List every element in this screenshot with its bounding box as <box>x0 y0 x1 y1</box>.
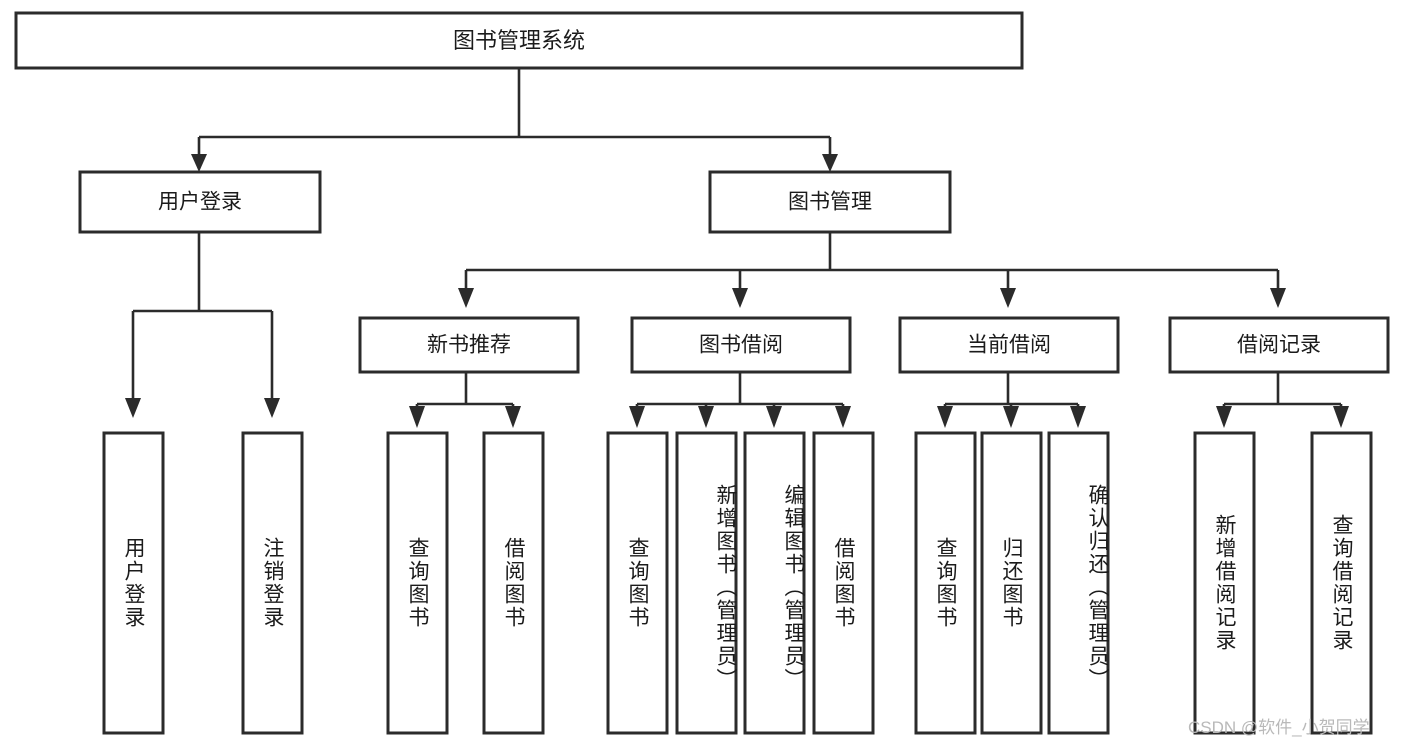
node-root-box[interactable] <box>14 11 1024 70</box>
leaf-box-current-borrow-1[interactable] <box>914 431 977 735</box>
node-borrow-record[interactable]: 借阅记录 <box>1168 316 1390 374</box>
arrow-head-leaf-borrow-record-1 <box>1216 406 1232 428</box>
node-book-manage-box[interactable] <box>708 170 952 234</box>
arrow-head-leaf-book-borrow-2 <box>698 406 714 428</box>
leaf-box-book-borrow-1[interactable] <box>606 431 669 735</box>
leaf-box-new-book-2[interactable] <box>482 431 545 735</box>
connector-group-current-borrow <box>937 372 1086 428</box>
arrow-head-leaf-borrow-record-2 <box>1333 406 1349 428</box>
arrow-head-leaf-user-login-2 <box>264 398 280 418</box>
arrow-head-leaf-current-borrow-3 <box>1070 406 1086 428</box>
arrow-head-leaf-book-borrow-4 <box>835 406 851 428</box>
arrow-head-borrow-record <box>1270 288 1286 308</box>
node-current-borrow-box[interactable] <box>898 316 1120 374</box>
node-book-borrow-box[interactable] <box>630 316 852 374</box>
leaf-box-user-login-2[interactable] <box>241 431 304 735</box>
node-user-login-box[interactable] <box>78 170 322 234</box>
connector-group-root <box>191 68 838 172</box>
node-current-borrow[interactable]: 当前借阅 <box>898 316 1120 374</box>
csdn-watermark: CSDN @软件_小贺同学 <box>1188 718 1370 737</box>
arrow-head-current-borrow <box>1000 288 1016 308</box>
arrow-head-leaf-current-borrow-1 <box>937 406 953 428</box>
leaf-box-current-borrow-3[interactable] <box>1047 431 1110 735</box>
arrow-head-leaf-user-login-1 <box>125 398 141 418</box>
arrow-head-leaf-book-borrow-1 <box>629 406 645 428</box>
node-current-borrow-label: 当前借阅 <box>967 334 1051 357</box>
leaf-box-borrow-record-1[interactable] <box>1193 431 1256 735</box>
arrow-head-book-borrow <box>732 288 748 308</box>
leaf-box-book-borrow-4[interactable] <box>812 431 875 735</box>
leaf-box-new-book-1[interactable] <box>386 431 449 735</box>
leaf-box-user-login-1[interactable] <box>102 431 165 735</box>
node-borrow-record-label: 借阅记录 <box>1237 334 1321 357</box>
leaf-box-book-borrow-2[interactable] <box>675 431 738 735</box>
node-book-manage-label: 图书管理 <box>788 191 872 214</box>
node-user-login[interactable]: 用户登录 <box>78 170 322 234</box>
connector-group-book-borrow <box>629 372 851 428</box>
connector-group-borrow-record <box>1216 372 1349 428</box>
node-borrow-record-box[interactable] <box>1168 316 1390 374</box>
arrow-head-leaf-book-borrow-3 <box>766 406 782 428</box>
arrow-head-leaf-current-borrow-2 <box>1003 406 1019 428</box>
node-new-book-recommend-box[interactable] <box>358 316 580 374</box>
node-user-login-label: 用户登录 <box>158 191 242 214</box>
connector-group-new-book <box>409 372 521 428</box>
arrow-head-new-book <box>458 288 474 308</box>
leaf-box-current-borrow-2[interactable] <box>980 431 1043 735</box>
node-book-manage[interactable]: 图书管理 <box>708 170 952 234</box>
connector-group-book-manage <box>458 232 1286 308</box>
node-root[interactable]: 图书管理系统 <box>14 11 1024 70</box>
node-book-borrow[interactable]: 图书借阅 <box>630 316 852 374</box>
node-root-label: 图书管理系统 <box>453 28 585 53</box>
arrow-head-user-login <box>191 154 207 172</box>
node-new-book-recommend-label: 新书推荐 <box>427 334 511 357</box>
arrow-head-book-manage <box>822 154 838 172</box>
leaf-box-book-borrow-3[interactable] <box>743 431 806 735</box>
connector-group-user-login <box>125 232 280 418</box>
node-new-book-recommend[interactable]: 新书推荐 <box>358 316 580 374</box>
leaf-box-borrow-record-2[interactable] <box>1310 431 1373 735</box>
node-book-borrow-label: 图书借阅 <box>699 334 783 357</box>
arrow-head-leaf-new-book-2 <box>505 406 521 428</box>
arrow-head-leaf-new-book-1 <box>409 406 425 428</box>
